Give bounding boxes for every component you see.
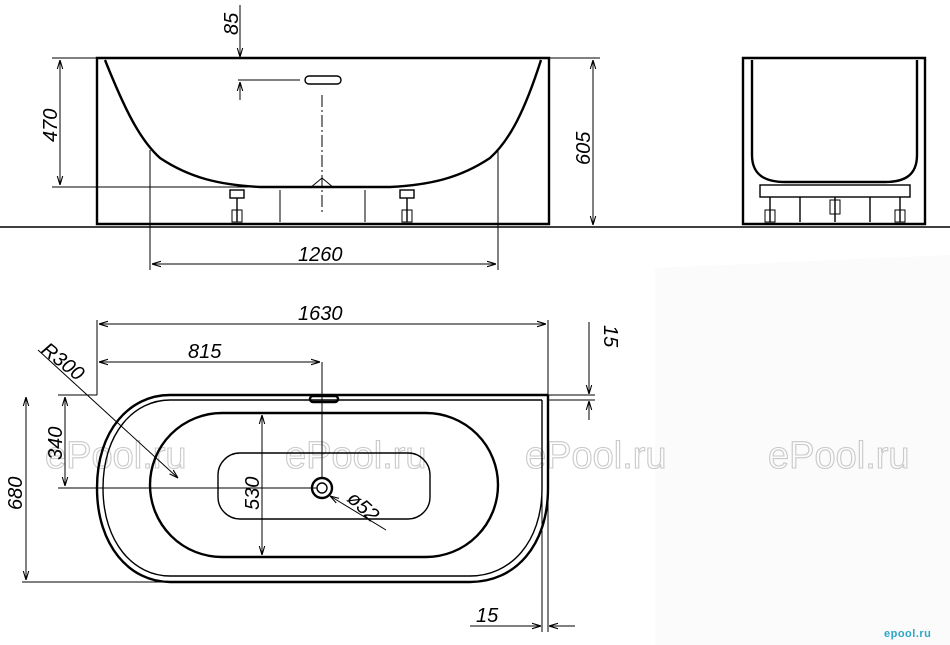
side-base-frame xyxy=(759,184,911,198)
side-bowl-profile xyxy=(750,60,919,184)
watermark-text: ePool.ru xyxy=(525,435,667,477)
overflow-slot xyxy=(304,75,342,85)
dim-total-height: 605 xyxy=(573,131,595,165)
dim-overflow-height: 85 xyxy=(221,12,243,35)
front-view: 85 470 605 1260 xyxy=(0,5,950,270)
side-view xyxy=(741,56,927,226)
top-outer-rim xyxy=(102,399,543,577)
watermark-text: ePool.ru xyxy=(285,435,427,477)
top-bottom-recess xyxy=(217,452,431,520)
side-outer-shell xyxy=(741,56,927,226)
dim-inner-depth: 470 xyxy=(40,109,62,142)
front-outer-shell xyxy=(95,56,551,226)
brand-logo: epool.ru xyxy=(884,628,931,640)
dim-inner-width: 530 xyxy=(242,477,264,510)
top-inner-bowl xyxy=(148,411,500,559)
dim-half-length: 815 xyxy=(188,341,222,363)
watermarks: ePool.ru ePool.ru ePool.ru ePool.ru xyxy=(44,434,910,477)
top-overflow xyxy=(308,394,340,404)
dim-half-width: 340 xyxy=(45,427,67,460)
top-outer-shell xyxy=(95,393,550,584)
dim-drain-diameter: ø52 xyxy=(343,487,383,526)
background-panel xyxy=(655,255,950,645)
dim-overall-width: 680 xyxy=(5,477,27,510)
front-bowl-profile xyxy=(103,59,543,189)
dim-wall-offset-bottom: 15 xyxy=(476,605,499,627)
dim-corner-radius: R300 xyxy=(37,339,88,386)
side-feet xyxy=(764,197,906,223)
dim-wall-offset-top: 15 xyxy=(599,325,621,348)
dim-bottom-length: 1260 xyxy=(298,244,343,266)
front-feet xyxy=(229,177,415,223)
watermark-text: ePool.ru xyxy=(768,435,910,477)
dim-overall-length: 1630 xyxy=(298,303,343,325)
